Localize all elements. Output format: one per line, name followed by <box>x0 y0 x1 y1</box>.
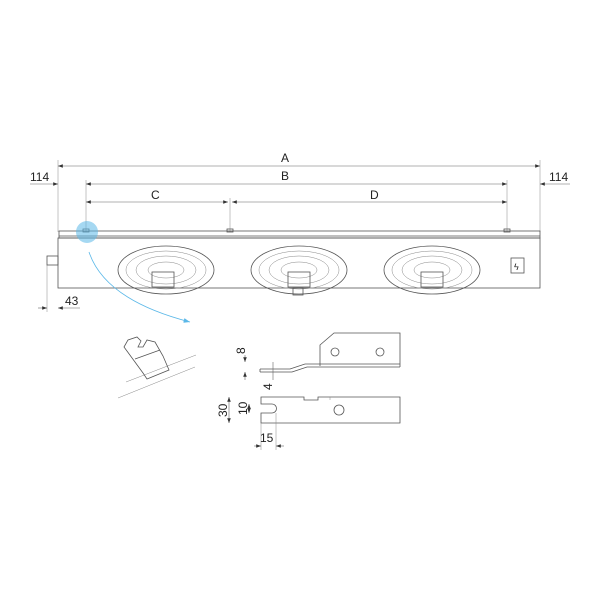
dim-label-10: 10 <box>236 401 250 415</box>
bracket-side-view <box>243 332 401 380</box>
dim-label-30: 30 <box>216 403 230 417</box>
dim-label-114-left: 114 <box>30 170 49 184</box>
fan <box>117 245 215 295</box>
fan <box>383 245 481 295</box>
dim-label-114-right: 114 <box>549 170 568 184</box>
bracket <box>226 228 234 233</box>
dim-label-c: C <box>151 188 160 202</box>
dim-label-43: 43 <box>65 294 79 308</box>
bracket-iso-sketch <box>117 336 197 399</box>
junction-box <box>510 257 525 274</box>
dim-label-4: 4 <box>261 383 275 390</box>
dim-label-d: D <box>370 188 379 202</box>
dimension-lines <box>30 164 570 310</box>
detail-highlight <box>76 221 98 243</box>
fan <box>250 245 348 296</box>
detail-arrow <box>88 251 191 323</box>
dim-label-8: 8 <box>234 347 248 354</box>
extension-lines <box>46 160 541 312</box>
svg-text:ϟ: ϟ <box>514 262 519 272</box>
bracket <box>503 228 511 233</box>
dim-label-15: 15 <box>260 431 274 445</box>
bracket-top-view <box>227 396 401 450</box>
dim-label-a: A <box>281 151 289 165</box>
pipe-stub <box>46 255 59 266</box>
cooler-unit: ϟ <box>46 228 541 296</box>
dim-label-b: B <box>281 169 289 183</box>
